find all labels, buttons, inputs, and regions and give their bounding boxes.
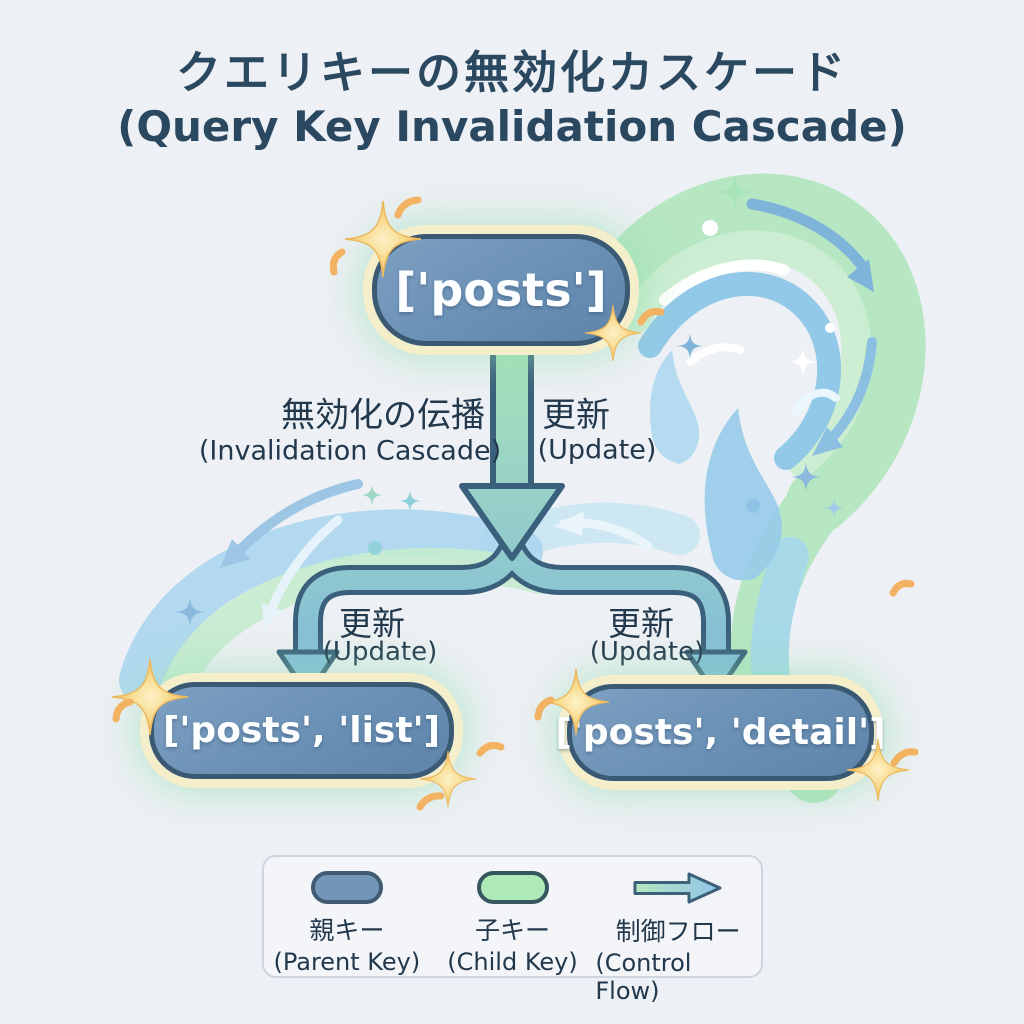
legend: 親キー (Parent Key) 子キー (Child Key) 制御フロー (… (262, 855, 763, 1005)
page-title: クエリキーの無効化カスケード (Query Key Invalidation C… (0, 44, 1024, 153)
white-sparkle-icon (788, 347, 818, 377)
flow-arrow-icon (633, 872, 722, 904)
node-posts-detail: ['posts', 'detail'] (555, 684, 886, 781)
child-key-swatch (476, 870, 549, 905)
teal-sparkle-icon (399, 490, 421, 512)
dot (746, 499, 760, 513)
deco-arrowhead (220, 539, 250, 568)
invalidation-label-en: (Invalidation Cascade) (198, 435, 502, 467)
legend-item-parent-key: 親キー (Parent Key) (264, 870, 430, 976)
sparkles-small (175, 174, 844, 627)
parent-pill-icon (310, 871, 383, 904)
parent-key-swatch (310, 870, 383, 905)
parent-key-label-jp: 親キー (309, 916, 385, 945)
teal-sparkle-icon (361, 484, 383, 506)
center-arrowhead (459, 483, 565, 561)
parent-key-label-en: (Parent Key) (273, 948, 421, 976)
node-posts-detail-label: ['posts', 'detail'] (555, 712, 886, 753)
node-posts-list-label: ['posts', 'list'] (162, 710, 441, 751)
update-top-label-en: (Update) (537, 434, 657, 466)
child-key-label-en: (Child Key) (447, 948, 578, 976)
node-posts-list: ['posts', 'list'] (149, 682, 454, 779)
child-pill-icon (476, 871, 549, 904)
dot (702, 220, 718, 236)
child-key-label-jp: 子キー (475, 916, 551, 945)
deco-arrowhead (847, 259, 874, 292)
dot (825, 323, 835, 333)
deco-arrowhead (554, 511, 584, 536)
legend-item-control-flow: 制御フロー (Control Flow) (595, 870, 761, 1005)
deco-arrowhead (812, 427, 843, 456)
deco-arrowhead (262, 603, 282, 630)
flow-pipe (276, 350, 748, 698)
update-left-label-jp: 更新 (339, 604, 405, 643)
title-english: (Query Key Invalidation Cascade) (117, 102, 907, 151)
update-top-label-jp: 更新 (542, 395, 610, 436)
invalidation-label-jp: 無効化の伝播 (281, 395, 485, 436)
node-posts-label: ['posts'] (395, 263, 607, 317)
left-arrowhead (276, 649, 340, 698)
flow-arrows-deco (220, 198, 877, 630)
right-arrowhead (684, 649, 748, 698)
control-flow-label-jp: 制御フロー (615, 917, 741, 946)
update-right-label-jp: 更新 (608, 604, 674, 643)
dot (368, 541, 382, 555)
control-flow-swatch (632, 870, 724, 906)
update-left-label-en: (Update) (322, 637, 438, 667)
control-flow-label-en: (Control Flow) (595, 949, 692, 1005)
update-right-label-en: (Update) (589, 637, 705, 667)
title-japanese: クエリキーの無効化カスケード (175, 46, 848, 99)
legend-item-child-key: 子キー (Child Key) (430, 870, 596, 976)
node-posts: ['posts'] (372, 234, 630, 346)
